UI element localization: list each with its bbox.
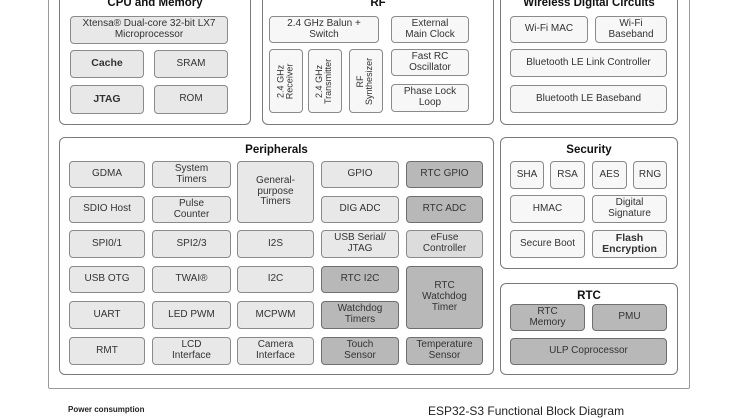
usb-serial-jtag-block: USB Serial/ JTAG	[321, 230, 399, 258]
pulse-counter-block: Pulse Counter	[152, 196, 231, 223]
sha-block: SHA	[510, 161, 544, 189]
camera-interface-block: Camera Interface	[237, 337, 314, 365]
sdio-host-block: SDIO Host	[69, 196, 145, 223]
rom-block: ROM	[154, 85, 228, 114]
rng-block: RNG	[633, 161, 667, 189]
ble-baseband-block: Bluetooth LE Baseband	[510, 85, 667, 113]
wireless-title: Wireless Digital Circuits	[523, 0, 655, 9]
peripherals-section: Peripherals GDMA System Timers General- …	[59, 137, 494, 375]
spi23-block: SPI2/3	[152, 230, 231, 258]
hmac-block: HMAC	[510, 195, 585, 223]
touch-sensor-block: Touch Sensor	[321, 337, 399, 365]
wifi-mac-block: Wi-Fi MAC	[510, 16, 588, 43]
rtc-section: RTC RTC Memory PMU ULP Coprocessor	[500, 283, 678, 375]
rtc-adc-block: RTC ADC	[406, 196, 483, 223]
cpu-memory-title: CPU and Memory	[107, 0, 203, 9]
i2s-block: I2S	[237, 230, 314, 258]
gpio-block: GPIO	[321, 161, 399, 188]
spi01-block: SPI0/1	[69, 230, 145, 258]
mcpwm-block: MCPWM	[237, 301, 314, 329]
twai-block: TWAI®	[152, 266, 231, 293]
rtc-watchdog-timer-block: RTC Watchdog Timer	[406, 266, 483, 329]
security-title: Security	[566, 144, 612, 156]
pmu-block: PMU	[592, 304, 667, 331]
flash-encryption-block: Flash Encryption	[592, 230, 667, 258]
rtc-gpio-block: RTC GPIO	[406, 161, 483, 188]
sram-block: SRAM	[154, 50, 228, 78]
watchdog-timers-block: Watchdog Timers	[321, 301, 399, 329]
jtag-block: JTAG	[70, 85, 144, 114]
lcd-interface-block: LCD Interface	[152, 337, 231, 365]
ulp-coprocessor-block: ULP Coprocessor	[510, 338, 667, 365]
fast-rc-oscillator-block: Fast RC Oscillator	[391, 49, 469, 76]
gdma-block: GDMA	[69, 161, 145, 188]
rf-section: RF 2.4 GHz Balun + Switch External Main …	[262, 0, 494, 125]
synthesizer-label: RF Synthesizer	[355, 57, 375, 105]
rtc-memory-block: RTC Memory	[510, 304, 585, 331]
phase-lock-loop-block: Phase Lock Loop	[391, 84, 469, 112]
cache-block: Cache	[70, 50, 144, 78]
dig-adc-block: DIG ADC	[321, 196, 399, 223]
security-section: Security SHA RSA AES RNG HMAC Digital Si…	[500, 137, 678, 269]
block-diagram-frame: CPU and Memory Xtensa® Dual-core 32-bit …	[48, 0, 690, 389]
uart-block: UART	[69, 301, 145, 329]
rtc-title: RTC	[577, 290, 601, 302]
receiver-block: 2.4 GHz Receiver	[269, 49, 303, 113]
temperature-sensor-block: Temperature Sensor	[406, 337, 483, 365]
external-main-clock-block: External Main Clock	[391, 16, 469, 43]
system-timers-block: System Timers	[152, 161, 231, 188]
rtc-i2c-block: RTC I2C	[321, 266, 399, 293]
efuse-controller-block: eFuse Controller	[406, 230, 483, 258]
wifi-baseband-block: Wi-Fi Baseband	[595, 16, 667, 43]
secure-boot-block: Secure Boot	[510, 230, 585, 258]
wireless-section: Wireless Digital Circuits Wi-Fi MAC Wi-F…	[500, 0, 678, 125]
peripherals-title: Peripherals	[245, 144, 308, 156]
rmt-block: RMT	[69, 337, 145, 365]
aes-block: AES	[592, 161, 627, 189]
transmitter-label: 2.4 GHz Transmitter	[314, 58, 335, 104]
ble-link-controller-block: Bluetooth LE Link Controller	[510, 49, 667, 77]
i2c-block: I2C	[237, 266, 314, 293]
synthesizer-block: RF Synthesizer	[349, 49, 383, 113]
power-consumption-label: Power consumption	[68, 405, 145, 414]
general-purpose-timers-block: General- purpose Timers	[237, 161, 314, 223]
rsa-block: RSA	[550, 161, 585, 189]
rf-title: RF	[370, 0, 386, 9]
diagram-caption: ESP32-S3 Functional Block Diagram	[428, 404, 625, 418]
transmitter-block: 2.4 GHz Transmitter	[308, 49, 342, 113]
balun-switch-block: 2.4 GHz Balun + Switch	[269, 16, 379, 43]
usb-otg-block: USB OTG	[69, 266, 145, 293]
digital-signature-block: Digital Signature	[592, 195, 667, 223]
cpu-memory-section: CPU and Memory Xtensa® Dual-core 32-bit …	[59, 0, 251, 125]
receiver-label: 2.4 GHz Receiver	[275, 63, 296, 99]
led-pwm-block: LED PWM	[152, 301, 231, 329]
processor-block: Xtensa® Dual-core 32-bit LX7 Microproces…	[70, 16, 228, 44]
